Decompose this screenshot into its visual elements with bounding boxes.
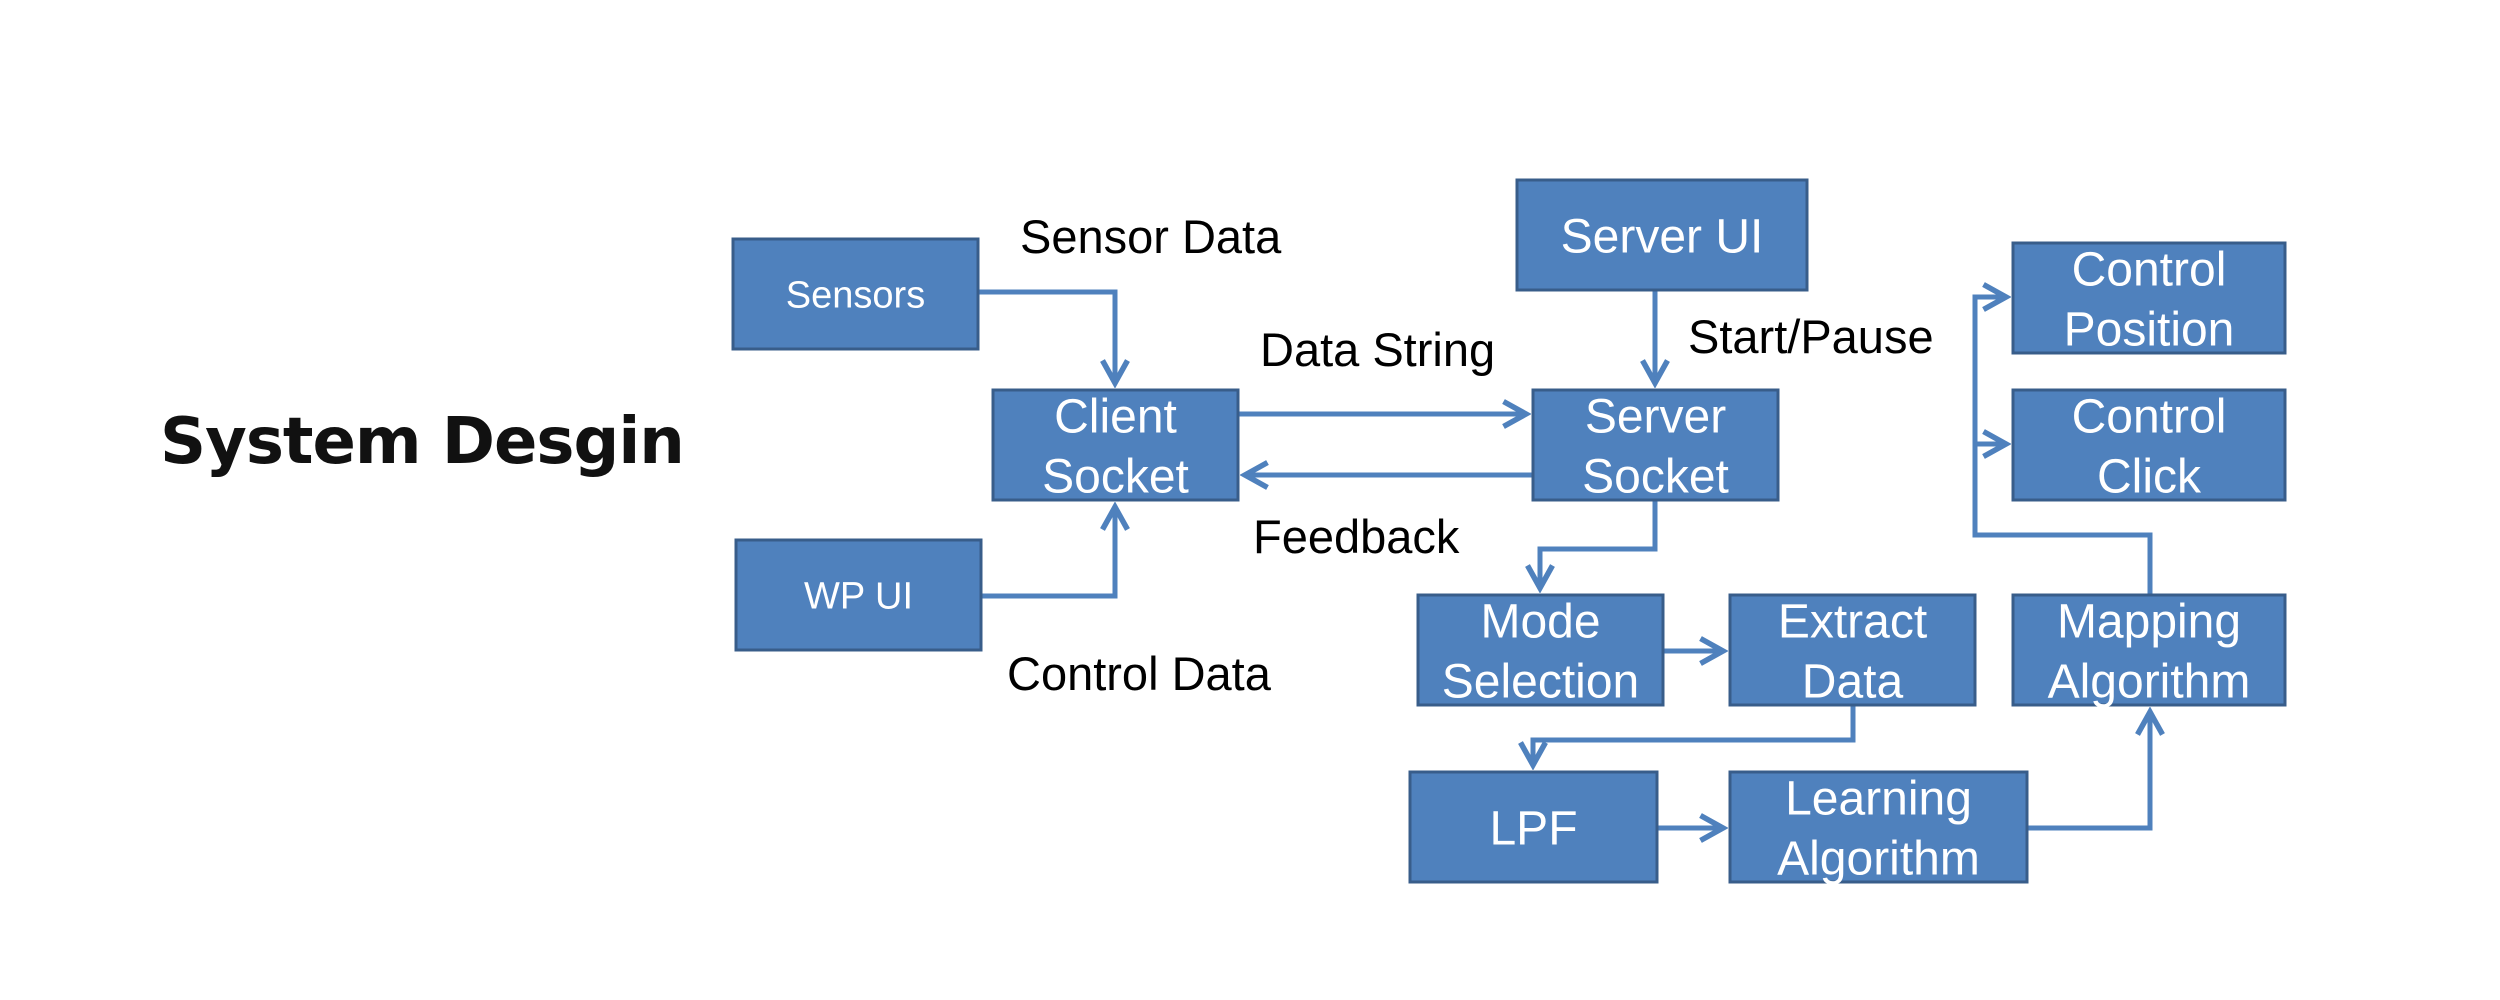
- node-label: LPF: [1489, 802, 1577, 855]
- node-label: Position: [2064, 303, 2235, 356]
- node-label: Socket: [1582, 450, 1729, 503]
- node-sensors: Sensors: [731, 237, 980, 351]
- node-label: Mapping: [2057, 595, 2241, 648]
- edge-label-control-data: Control Data: [1007, 647, 1272, 700]
- node-label: Client: [1054, 390, 1177, 443]
- node-box: [734, 538, 983, 652]
- node-lpf: LPF: [1408, 770, 1659, 884]
- edges-layer: [978, 290, 2150, 828]
- edge-mapping-algorithm-to-control-position: [1972, 297, 2153, 595]
- node-box: [1531, 388, 1780, 502]
- node-label: Server UI: [1561, 210, 1764, 263]
- node-label: Click: [2097, 450, 2202, 503]
- node-box: [1408, 770, 1659, 884]
- node-box: [2011, 241, 2287, 355]
- node-label: Control: [2072, 243, 2227, 296]
- node-wp-ui: WP UI: [734, 538, 983, 652]
- edge-extract-data-to-lpf: [1533, 705, 1856, 765]
- edge-sensors-to-client-socket: [978, 289, 1115, 383]
- node-box: [1728, 593, 1977, 707]
- edge-learning-algorithm-to-mapping-algorithm: [2027, 712, 2150, 831]
- node-label: Data: [1802, 655, 1904, 708]
- edge-label-start-pause: Start/Pause: [1688, 310, 1934, 363]
- node-box: [2011, 593, 2287, 707]
- node-label: Sensors: [786, 275, 925, 317]
- edge-server-socket-to-mode-selection: [1540, 500, 1658, 588]
- node-box: [731, 237, 980, 351]
- node-box: [1416, 593, 1665, 707]
- edge-wp-ui-to-client-socket: [981, 507, 1115, 599]
- node-label: Algorithm: [2048, 655, 2251, 708]
- node-label: Socket: [1042, 450, 1189, 503]
- node-box: [991, 388, 1240, 502]
- node-server-ui: Server UI: [1515, 178, 1809, 292]
- node-label: Mode: [1480, 595, 1600, 648]
- node-label: Extract: [1778, 595, 1927, 648]
- node-label: Server: [1585, 390, 1726, 443]
- edge-label-sensor-data: Sensor Data: [1020, 210, 1282, 263]
- node-label: Algorithm: [1777, 832, 1980, 885]
- node-box: [2011, 388, 2287, 502]
- node-label: Selection: [1442, 655, 1639, 708]
- node-box: [1515, 178, 1809, 292]
- node-label: WP UI: [804, 576, 913, 618]
- slide-title: System Desgin: [160, 405, 685, 479]
- node-label: Learning: [1785, 772, 1972, 825]
- node-label: Control: [2072, 390, 2227, 443]
- edge-label-feedback: Feedback: [1253, 510, 1460, 563]
- edge-label-data-string: Data String: [1260, 323, 1495, 376]
- node-box: [1728, 770, 2029, 884]
